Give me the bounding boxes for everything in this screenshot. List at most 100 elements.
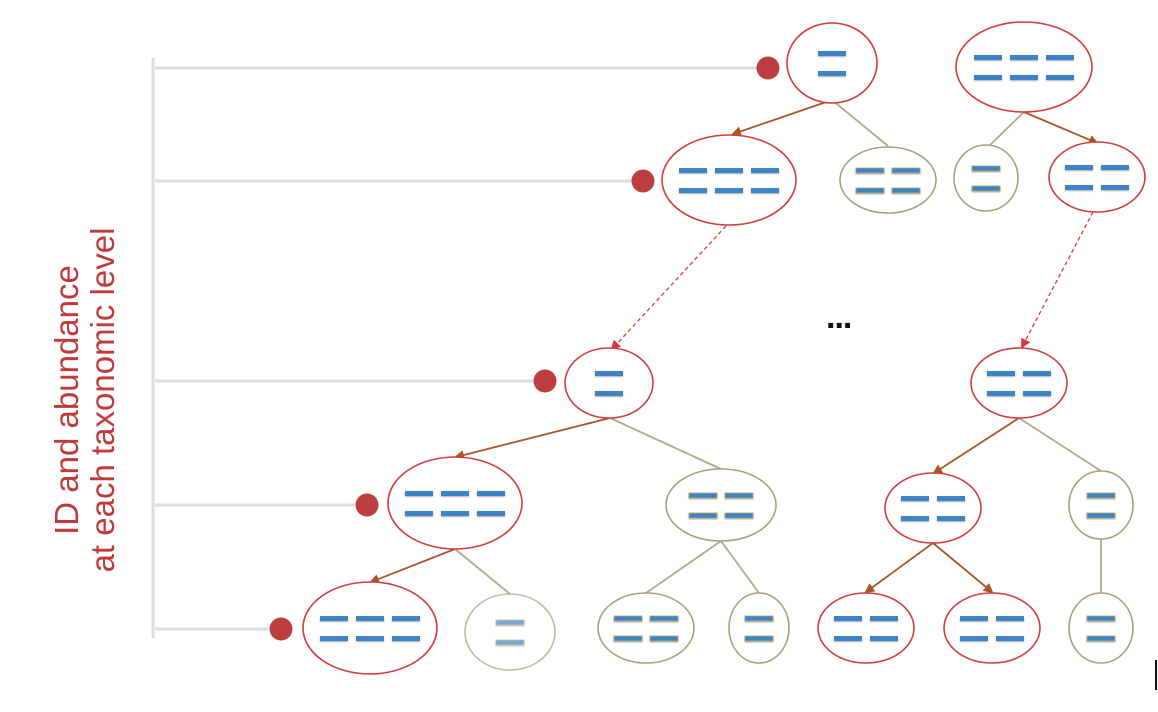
taxon-bar (688, 512, 718, 519)
taxon-bar (495, 639, 525, 646)
selected-taxon-node (564, 347, 654, 419)
taxon-bar (613, 635, 643, 642)
taxon-node (953, 144, 1019, 212)
taxon-node (1068, 592, 1134, 664)
axis-label: ID and abundance at each taxonomic level (48, 227, 121, 573)
node-ellipse (953, 144, 1019, 212)
taxon-bar (937, 516, 965, 521)
taxon-bar (751, 188, 779, 193)
taxon-bar (744, 635, 774, 642)
node-ellipse (661, 134, 797, 226)
text-cursor (1155, 660, 1157, 690)
selected-taxon-node (884, 472, 982, 544)
taxon-bar (870, 616, 898, 621)
taxon-bar (818, 51, 846, 56)
taxon-bar (855, 187, 885, 194)
node-ellipse (564, 347, 654, 419)
tree-edge (720, 540, 760, 594)
taxon-bar (987, 371, 1015, 376)
node-ellipse (302, 581, 438, 675)
node-ellipse (1068, 470, 1134, 540)
node-ellipse (955, 21, 1093, 113)
taxon-bar (649, 615, 679, 622)
node-ellipse (728, 592, 790, 664)
taxon-bar (891, 187, 921, 194)
level-dot (756, 56, 780, 80)
taxon-bar (818, 71, 846, 76)
selected-taxon-node (786, 22, 878, 104)
taxon-node (1068, 470, 1134, 540)
taxon-bar (1065, 165, 1093, 170)
level-dot (355, 493, 379, 517)
level-dot (269, 617, 293, 641)
tree-edge (989, 111, 1025, 146)
node-ellipse (943, 592, 1041, 664)
taxon-bar (715, 188, 743, 193)
node-ellipse (1068, 592, 1134, 664)
taxon-bar (724, 512, 754, 519)
taxon-node (839, 146, 937, 214)
node-ellipse (665, 468, 777, 542)
taxon-bar (1046, 75, 1074, 80)
taxon-bar (356, 616, 384, 621)
selected-taxon-node (1048, 141, 1146, 213)
selected-path-arrow (932, 417, 1020, 475)
node-ellipse (884, 472, 982, 544)
taxon-bar (855, 167, 885, 174)
tree-edge (454, 548, 511, 595)
node-ellipse (970, 347, 1068, 419)
node-ellipse (817, 592, 915, 664)
tree-edge (831, 99, 889, 147)
taxon-bar (405, 511, 433, 516)
node-ellipse (839, 146, 937, 214)
taxon-bar (595, 371, 623, 376)
taxon-bar (477, 491, 505, 496)
taxon-bar (405, 491, 433, 496)
node-ellipse (1048, 141, 1146, 213)
selected-taxon-node (302, 581, 438, 675)
selected-path-arrow (864, 542, 934, 594)
taxon-bar (987, 391, 1015, 396)
taxon-bar (1023, 391, 1051, 396)
taxon-bar (1086, 492, 1116, 499)
taxon-bar (1086, 635, 1116, 642)
taxon-bar (392, 616, 420, 621)
selected-path-arrow (1021, 211, 1094, 349)
taxon-bar (1065, 185, 1093, 190)
taxon-bar (971, 165, 1001, 172)
taxon-bar (441, 511, 469, 516)
selected-taxon-node (943, 592, 1041, 664)
taxon-bar (477, 511, 505, 516)
axis-label-line2: at each taxonomic level (84, 227, 121, 573)
taxon-bar (971, 185, 1001, 192)
axis-label-line1: ID and abundance (48, 265, 85, 535)
selected-taxon-node (387, 456, 523, 550)
node-ellipse (597, 592, 695, 664)
taxon-bar (1046, 55, 1074, 60)
taxon-bar (649, 635, 679, 642)
taxon-bar (744, 615, 774, 622)
taxon-bar (834, 636, 862, 641)
taxon-bar (613, 615, 643, 622)
taxon-bar (751, 168, 779, 173)
selected-path-arrow (731, 99, 833, 137)
taxon-bar (392, 636, 420, 641)
level-dot (533, 369, 557, 393)
taxon-bar (356, 636, 384, 641)
tree-edge (609, 417, 722, 470)
taxon-node (597, 592, 695, 664)
taxon-bar (1010, 55, 1038, 60)
taxon-bar (834, 616, 862, 621)
taxon-bar (688, 492, 718, 499)
selected-path-arrow (1023, 111, 1099, 145)
taxon-bar (679, 168, 707, 173)
continuation-ellipsis: ... (826, 298, 852, 336)
taxon-bar (679, 188, 707, 193)
taxon-bar (715, 168, 743, 173)
taxon-bar (595, 391, 623, 396)
taxon-bar (1086, 615, 1116, 622)
level-dot (631, 169, 655, 193)
taxon-node (728, 592, 790, 664)
taxon-bar (996, 616, 1024, 621)
taxon-bar (724, 492, 754, 499)
